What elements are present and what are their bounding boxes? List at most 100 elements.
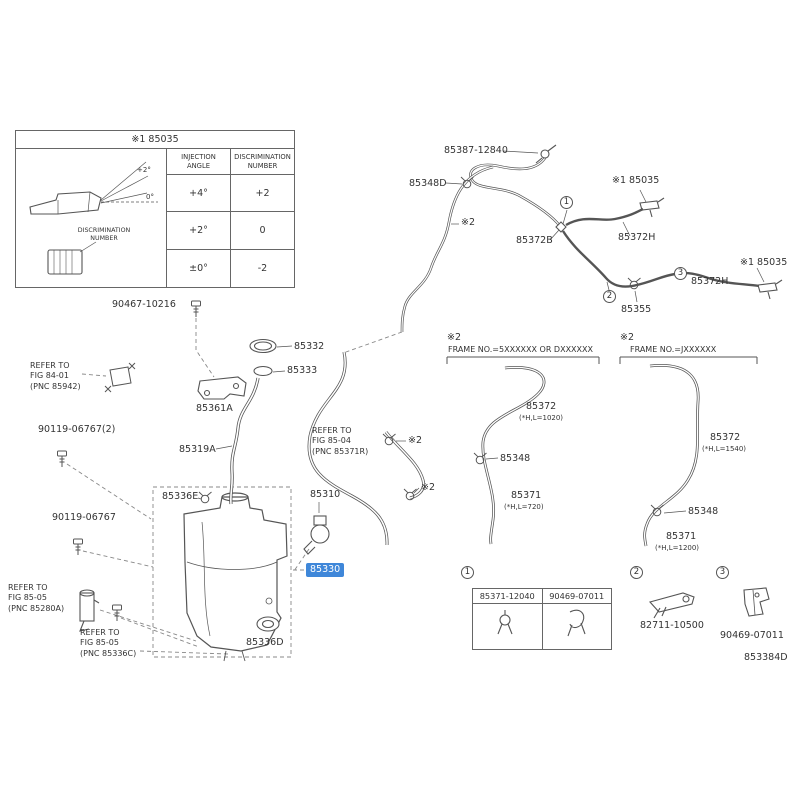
label-hose-no[interactable]: 85387-12840 <box>444 145 508 156</box>
legend-callout-2-badge: 2 <box>630 566 643 579</box>
label-part-3[interactable]: 90469-07011 <box>720 630 784 641</box>
clip-variant-body <box>473 604 611 649</box>
cap-drawing <box>249 338 277 377</box>
grommet-85336d-drawing <box>256 616 280 632</box>
label-nozzle-far[interactable]: ※1 85035 <box>740 257 788 268</box>
nozzle-right-icon <box>639 197 665 218</box>
label-part-2[interactable]: 82711-10500 <box>640 620 704 631</box>
diagram-code: 853384D <box>744 652 788 663</box>
spec-ann-discrimination: DISCRIMINATION NUMBER <box>77 227 131 242</box>
label-refer-84-01[interactable]: REFER TO FIG 84-01 (PNC 85942) <box>30 361 81 391</box>
label-refer-85-05-b[interactable]: REFER TO FIG 85-05 (PNC 85336C) <box>80 628 137 658</box>
label-cap[interactable]: 85332 <box>294 341 325 352</box>
spec-table-grid: INJECTION ANGLE DISCRIMINATION NUMBER +4… <box>166 149 294 287</box>
label-clamp[interactable]: 85355 <box>621 304 652 315</box>
number-row-1: 0 <box>230 212 294 250</box>
spec-ann-plus2: +2° <box>137 166 151 174</box>
label-hose-h-lower[interactable]: 85372H <box>691 276 729 287</box>
label-pump[interactable]: 85310 <box>310 489 341 500</box>
legend-callout-1-badge: 1 <box>461 566 474 579</box>
label-bolt-top[interactable]: 90467-10216 <box>112 299 176 310</box>
frame-b-hose-upper[interactable]: 85372 <box>710 432 741 443</box>
bolt-pair-icon <box>57 450 67 468</box>
pump-85310-drawing <box>303 515 330 555</box>
connector-85387-drawing <box>535 144 557 164</box>
frame-a-hose-lower-len: (*H,L=720) <box>504 503 544 511</box>
frame-a-hose-upper-len: (*H,L=1020) <box>519 414 564 422</box>
bolt-pump-icon <box>112 604 122 622</box>
frame-a-star: ※2 <box>447 332 462 343</box>
frame-b-hose-upper-len: (*H,L=1540) <box>702 445 747 453</box>
frame-a-clip[interactable]: 85348 <box>500 453 531 464</box>
col-injection-angle: INJECTION ANGLE <box>166 149 230 175</box>
spec-nozzle-sketch <box>29 161 158 275</box>
label-jar-selected[interactable]: 85330 <box>306 563 345 577</box>
frame-a-title: FRAME NO.=5XXXXXX OR DXXXXXX <box>448 345 593 354</box>
bolt-top-icon <box>191 300 201 318</box>
bracket-85361a-drawing <box>197 376 247 400</box>
label-bolt-single[interactable]: 90119-06767 <box>52 512 116 523</box>
dashed-leader-lines <box>66 318 403 658</box>
clip-part-a[interactable]: 85371-12040 <box>479 591 535 601</box>
clip-variant-table: 85371-12040 90469-07011 <box>472 588 612 650</box>
leader-lines <box>197 150 765 514</box>
joint-85372b-icon <box>555 221 567 233</box>
frame-b-hose-lower-len: (*H,L=1200) <box>655 544 700 552</box>
label-grommet[interactable]: 85336D <box>246 637 284 648</box>
clip-a-cell <box>473 604 542 649</box>
label-star2-mid2: ※2 <box>421 482 436 493</box>
spec-ann-zero: 0° <box>146 193 154 201</box>
label-bracket[interactable]: 85361A <box>196 403 233 414</box>
frame-b-bracket <box>619 356 758 364</box>
clip-b-cell <box>541 604 612 649</box>
label-nozzle-right[interactable]: ※1 85035 <box>612 175 660 186</box>
nozzle-far-icon <box>757 279 783 300</box>
number-row-0: +2 <box>230 175 294 213</box>
label-refer-85-05-a[interactable]: REFER TO FIG 85-05 (PNC 85280A) <box>8 583 65 613</box>
middle-hose-drawing <box>307 351 426 546</box>
angle-row-0: +4° <box>166 175 230 213</box>
label-bolt-pair[interactable]: 90119-06767(2) <box>38 424 116 435</box>
callout-1-badge: 1 <box>560 196 573 209</box>
callout-3-badge: 3 <box>674 267 687 280</box>
legend-clip-a-drawing <box>497 610 513 635</box>
part-90469-drawing <box>743 587 770 617</box>
callout-2-badge: 2 <box>603 290 616 303</box>
clip-85336e-icon <box>198 491 212 504</box>
frame-b-title: FRAME NO.=JXXXXXX <box>630 345 717 354</box>
label-star2-mid: ※2 <box>408 435 423 446</box>
frame-b-hose-lower[interactable]: 85371 <box>666 531 697 542</box>
spec-table-title: ※1 85035 <box>16 131 294 149</box>
label-hose-h-upper[interactable]: 85372H <box>618 232 656 243</box>
frame-a-hose-upper[interactable]: 85372 <box>526 401 557 412</box>
frame-b-star: ※2 <box>620 332 635 343</box>
frame-a-hose-lower[interactable]: 85371 <box>511 490 542 501</box>
pump-85280a-drawing <box>79 589 100 632</box>
label-joint[interactable]: 85372B <box>516 235 553 246</box>
nozzle-spec-table: ※1 85035 INJECTION ANGLE DISCRIMINATION … <box>15 130 295 288</box>
clip-variant-header: 85371-12040 90469-07011 <box>473 589 611 604</box>
frame-a-hose-drawing <box>481 365 546 545</box>
legend-callout-3-badge: 3 <box>716 566 729 579</box>
label-filler-hose[interactable]: 85319A <box>179 444 216 455</box>
label-clip-e[interactable]: 85336E <box>162 491 199 502</box>
label-star2-top: ※2 <box>461 217 476 228</box>
part-82711-drawing <box>648 592 695 619</box>
number-row-2: -2 <box>230 249 294 287</box>
label-clip-d[interactable]: 85348D <box>409 178 447 189</box>
washer-tank-drawing <box>183 492 288 662</box>
filler-hose-drawing <box>229 377 260 505</box>
label-filler-neck[interactable]: 85333 <box>287 365 318 376</box>
angle-row-1: +2° <box>166 212 230 250</box>
legend-clip-b-drawing <box>567 609 586 637</box>
label-refer-85-04[interactable]: REFER TO FIG 85-04 (PNC 85371R) <box>312 426 369 456</box>
top-hose-drawing <box>400 157 760 333</box>
clamp-8401-drawing <box>104 362 136 393</box>
col-discrimination-number: DISCRIMINATION NUMBER <box>230 149 294 175</box>
clip-part-b[interactable]: 90469-07011 <box>541 589 612 603</box>
frame-b-hose-drawing <box>643 363 700 547</box>
frame-b-clip[interactable]: 85348 <box>688 506 719 517</box>
frame-a-bracket <box>446 356 600 364</box>
angle-row-2: ±0° <box>166 249 230 287</box>
